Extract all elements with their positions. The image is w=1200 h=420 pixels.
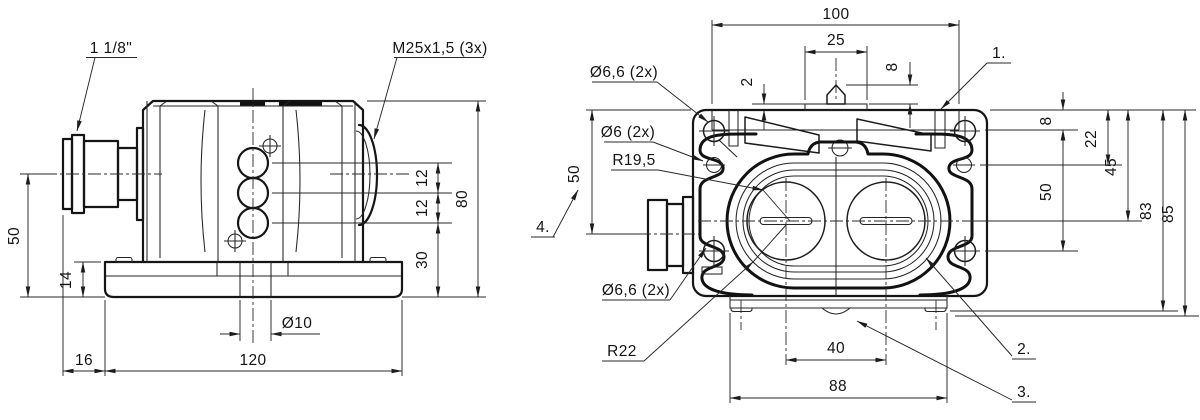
side-view: 50 14 16 120 Ø10 12 12 30 80 1 1/8" M25x… bbox=[6, 40, 487, 376]
dim-pitch-b: 12 bbox=[414, 199, 431, 217]
dim-plate-thickness: 8 bbox=[1038, 116, 1055, 125]
callout-4: 4. bbox=[536, 219, 550, 236]
dim-side-height: 50 bbox=[566, 165, 583, 183]
side-view-centerlines bbox=[44, 88, 412, 345]
side-view-part bbox=[61, 99, 404, 299]
dim-shaft-spacing: 40 bbox=[827, 340, 845, 357]
dim-body-height: 80 bbox=[454, 190, 471, 208]
callout-1: 1. bbox=[992, 45, 1006, 62]
front-pin-holes bbox=[703, 156, 975, 174]
front-base-block bbox=[729, 157, 948, 315]
dim-overhang: 16 bbox=[75, 352, 93, 369]
dim-shaft-depth: 45 bbox=[1103, 158, 1120, 176]
front-groove-left bbox=[698, 132, 758, 297]
side-view-dimensions: 50 14 16 120 Ø10 12 12 30 80 bbox=[6, 100, 486, 376]
callout-3: 3. bbox=[1017, 384, 1031, 401]
side-view-leaders: 1 1/8" M25x1,5 (3x) bbox=[76, 40, 487, 140]
label-mount-hole-bottom: Ø6,6 (2x) bbox=[602, 282, 670, 299]
dim-plate-width: 100 bbox=[822, 6, 849, 23]
side-foot-outline bbox=[103, 260, 404, 299]
front-view-leaders: Ø6,6 (2x) Ø6 (2x) R19,5 Ø6,6 (2x) R22 1.… bbox=[531, 45, 1036, 403]
front-cam-right bbox=[856, 118, 932, 152]
label-mount-hole-top: Ø6,6 (2x) bbox=[590, 64, 658, 81]
dim-screw-spacing: 50 bbox=[1038, 183, 1055, 201]
front-mount-holes bbox=[699, 116, 980, 266]
front-seal-groove bbox=[725, 140, 952, 290]
dim-height-85: 85 bbox=[1160, 205, 1177, 223]
front-view-centerlines bbox=[638, 58, 980, 365]
front-view: 100 25 2 8 8 22 bbox=[531, 6, 1199, 403]
dim-base-width: 120 bbox=[239, 352, 266, 369]
dim-center-hole: Ø10 bbox=[282, 315, 313, 332]
label-radius-inner: R19,5 bbox=[612, 152, 655, 169]
label-cable-gland: M25x1,5 (3x) bbox=[392, 40, 487, 57]
side-top-slot-right bbox=[279, 101, 322, 106]
dim-pointer-height: 8 bbox=[884, 62, 901, 71]
front-groove-right bbox=[914, 132, 974, 297]
front-bottom-dome bbox=[821, 307, 851, 315]
dim-base-width-front: 88 bbox=[829, 378, 847, 395]
dim-rim-height: 2 bbox=[739, 77, 756, 86]
side-gland-bulge bbox=[357, 123, 379, 227]
dim-pitch-a: 12 bbox=[414, 169, 431, 187]
front-view-part bbox=[646, 84, 989, 315]
label-radius-outer: R22 bbox=[607, 343, 637, 360]
dim-boss-width: 25 bbox=[827, 32, 845, 49]
front-housing-outline bbox=[691, 108, 989, 298]
label-connector-size: 1 1/8" bbox=[90, 40, 132, 57]
dim-hole-depth: 22 bbox=[1083, 130, 1100, 148]
dim-foot-height: 14 bbox=[58, 271, 75, 289]
front-connector-stub bbox=[646, 195, 695, 275]
side-top-slot-left bbox=[240, 101, 265, 106]
label-pin-hole: Ø6 (2x) bbox=[601, 124, 655, 141]
callout-2: 2. bbox=[1017, 341, 1031, 358]
dim-bottom-offset: 30 bbox=[414, 251, 431, 269]
dim-axis-height: 50 bbox=[6, 227, 23, 245]
front-view-dimensions: 100 25 2 8 8 22 bbox=[566, 6, 1199, 403]
front-pointer-marker bbox=[826, 84, 846, 105]
dim-height-83: 83 bbox=[1138, 202, 1155, 220]
